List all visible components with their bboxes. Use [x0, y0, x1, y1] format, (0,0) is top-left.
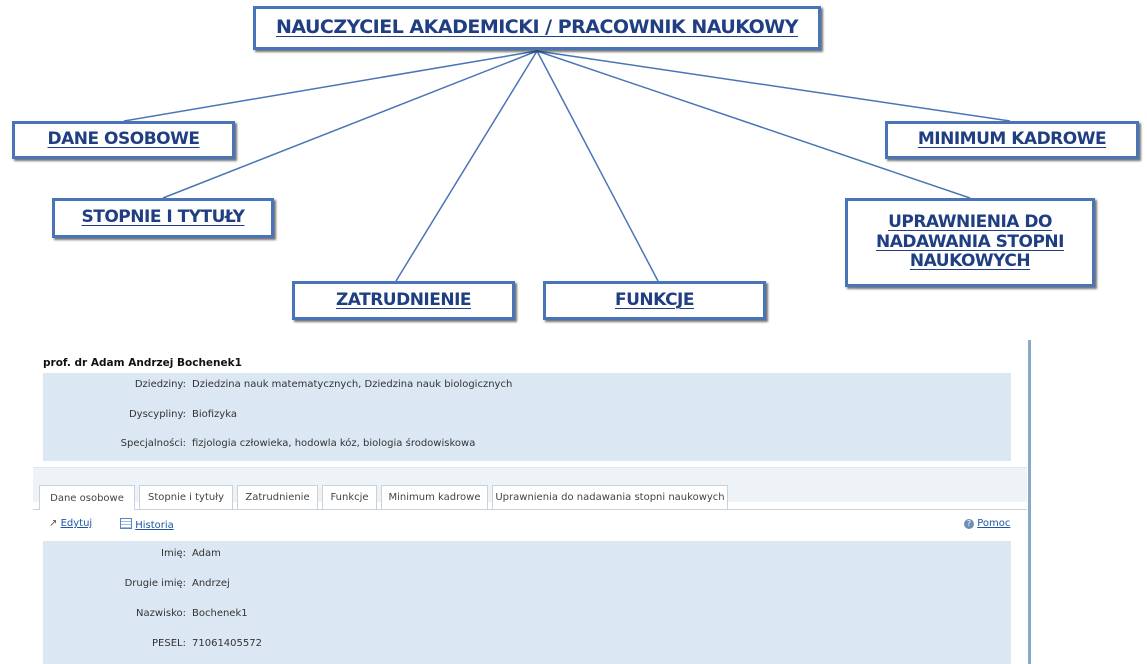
specjalnosci-value: fizjologia człowieka, hodowla kóz, biolo…: [192, 438, 476, 449]
imie-value: Adam: [192, 548, 221, 559]
node-stopnie-label: STOPNIE I TYTUŁY: [81, 207, 245, 228]
history-button[interactable]: Historia: [120, 518, 174, 531]
tab-funkcje[interactable]: Funkcje: [322, 485, 377, 509]
node-zatrudnienie: ZATRUDNIENIE: [292, 281, 515, 320]
hierarchy-diagram: NAUCZYCIEL AKADEMICKI / PRACOWNIK NAUKOW…: [12, 6, 1139, 320]
tab-zatrudnienie[interactable]: Zatrudnienie: [237, 485, 318, 509]
node-uprawnienia: UPRAWNIENIA DO NADAWANIA STOPNI NAUKOWYC…: [845, 198, 1095, 287]
tab-stopnie[interactable]: Stopnie i tytuły: [139, 485, 233, 509]
connector-zatrudnienie: [395, 50, 538, 282]
root-node-label: NAUCZYCIEL AKADEMICKI / PRACOWNIK NAUKOW…: [275, 16, 799, 39]
node-stopnie: STOPNIE I TYTUŁY: [52, 198, 274, 238]
table-icon: [120, 518, 132, 529]
connector-dane-osobowe: [123, 50, 538, 122]
pesel-value: 71061405572: [192, 638, 262, 649]
drugie-imie-value: Andrzej: [192, 578, 230, 589]
connector-minimum: [536, 50, 1011, 122]
attr-row-dziedziny: Dziedziny: Dziedzina nauk matematycznych…: [43, 374, 1011, 396]
detail-row-nazwisko: Nazwisko: Bochenek1: [43, 603, 1011, 625]
detail-row-pesel: PESEL: 71061405572: [43, 633, 1011, 655]
node-dane-osobowe: DANE OSOBOWE: [12, 121, 235, 159]
dziedziny-value: Dziedzina nauk matematycznych, Dziedzina…: [192, 379, 513, 390]
specjalnosci-label: Specjalności:: [120, 438, 186, 449]
tab-minimum[interactable]: Minimum kadrowe: [381, 485, 488, 509]
personal-details: Imię: Adam Drugie imię: Andrzej Nazwisko…: [43, 541, 1011, 664]
connector-uprawnienia: [536, 50, 971, 199]
nazwisko-value: Bochenek1: [192, 608, 248, 619]
panel-scroll-edge: [1028, 340, 1031, 664]
node-dane-osobowe-label: DANE OSOBOWE: [47, 129, 200, 150]
help-link[interactable]: Pomoc: [977, 518, 1011, 529]
diagram-connectors: [123, 50, 1011, 282]
person-panel: prof. dr Adam Andrzej Bochenek1 Dziedzin…: [33, 345, 1027, 664]
tab-dane-osobowe[interactable]: Dane osobowe: [39, 485, 135, 510]
node-uprawnienia-label-2: NADAWANIA STOPNI: [876, 231, 1064, 252]
edit-button[interactable]: ↗︎ Edytuj: [49, 518, 92, 529]
pencil-icon: ↗︎: [49, 518, 58, 529]
imie-label: Imię:: [161, 548, 186, 559]
pesel-label: PESEL:: [152, 638, 186, 649]
node-minimum: MINIMUM KADROWE: [885, 121, 1139, 159]
node-funkcje: FUNKCJE: [543, 281, 766, 320]
attr-row-dyscypliny: Dyscypliny: Biofizyka: [43, 404, 1011, 426]
node-minimum-label: MINIMUM KADROWE: [917, 129, 1107, 150]
root-node: NAUCZYCIEL AKADEMICKI / PRACOWNIK NAUKOW…: [253, 6, 821, 50]
node-uprawnienia-label-1: UPRAWNIENIA DO: [888, 212, 1052, 233]
connector-stopnie: [162, 50, 538, 199]
dziedziny-label: Dziedziny:: [134, 379, 186, 390]
dyscypliny-label: Dyscypliny:: [128, 409, 186, 420]
person-name: prof. dr Adam Andrzej Bochenek1: [43, 357, 242, 369]
help-button[interactable]: ? Pomoc: [964, 518, 1010, 529]
history-link[interactable]: Historia: [135, 520, 174, 531]
drugie-imie-label: Drugie imię:: [124, 578, 186, 589]
person-attributes: Dziedziny: Dziedzina nauk matematycznych…: [43, 373, 1011, 461]
nazwisko-label: Nazwisko:: [136, 608, 186, 619]
edit-link[interactable]: Edytuj: [60, 518, 93, 529]
toolbar: ↗︎ Edytuj Historia ? Pomoc: [33, 510, 1027, 540]
connector-funkcje: [536, 50, 659, 282]
tab-baseline: [33, 509, 1027, 510]
detail-row-drugie-imie: Drugie imię: Andrzej: [43, 573, 1011, 595]
help-icon: ?: [964, 519, 974, 529]
node-funkcje-label: FUNKCJE: [615, 289, 694, 310]
node-uprawnienia-label-3: NAUKOWYCH: [909, 251, 1031, 272]
detail-row-imie: Imię: Adam: [43, 543, 1011, 565]
tab-uprawnienia[interactable]: Uprawnienia do nadawania stopni naukowyc…: [492, 485, 728, 509]
dyscypliny-value: Biofizyka: [192, 409, 237, 420]
node-zatrudnienie-label: ZATRUDNIENIE: [335, 289, 472, 310]
attr-row-specjalnosci: Specjalności: fizjologia człowieka, hodo…: [43, 433, 1011, 455]
